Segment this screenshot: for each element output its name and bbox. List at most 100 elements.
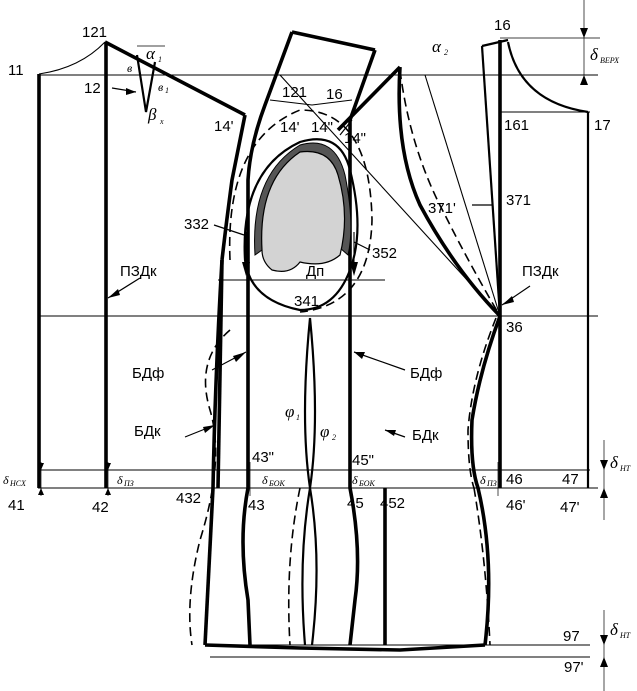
delta-bok-right-sub: БОК bbox=[358, 479, 375, 488]
bottom-front-seam bbox=[476, 487, 491, 646]
label-45pp: 45" bbox=[352, 452, 374, 469]
verh-arrow-top bbox=[580, 28, 588, 38]
label-43pp: 43" bbox=[252, 449, 274, 466]
alpha1: α bbox=[146, 44, 156, 63]
label-dp: Дп bbox=[306, 263, 324, 280]
sleeve-cap-left bbox=[246, 31, 294, 488]
bottom-left-dashed bbox=[189, 329, 231, 646]
delta-verh-sub: ВЕРХ bbox=[600, 56, 620, 65]
v1-label: в bbox=[158, 80, 163, 94]
label-161: 161 bbox=[504, 117, 529, 134]
label-14p-center: 14' bbox=[280, 119, 300, 136]
p332-arrow bbox=[213, 224, 245, 236]
greek-labels: α 1 α 2 β х в в 1 φ 1 φ 2 δ ВЕРХ δ НТ δ … bbox=[3, 37, 631, 640]
front-armhole bbox=[397, 66, 502, 318]
label-bdk-left: БДк bbox=[134, 423, 161, 440]
label-332: 332 bbox=[184, 216, 209, 233]
dimension-markers bbox=[38, 0, 608, 691]
front-dart-line-2 bbox=[279, 74, 501, 317]
nt-bottom-arrow-2 bbox=[600, 657, 608, 667]
label-14p-left: 14' bbox=[214, 118, 234, 135]
label-46: 46 bbox=[506, 471, 523, 488]
label-97p: 97' bbox=[564, 659, 584, 676]
label-371p: 371' bbox=[428, 200, 456, 217]
armhole-dashed bbox=[228, 109, 373, 313]
label-452: 452 bbox=[380, 495, 405, 512]
phi2: φ bbox=[320, 422, 329, 441]
delta-bok-left-sub: БОК bbox=[268, 479, 285, 488]
delta-pz-right-sub: ПЗ bbox=[486, 479, 497, 488]
hem-curve bbox=[204, 643, 486, 652]
delta-bok-left: δ bbox=[262, 473, 268, 487]
back-shoulder bbox=[104, 40, 246, 117]
label-bdf-right: БДф bbox=[410, 365, 442, 382]
arrowhead-left bbox=[242, 262, 250, 276]
label-121-center: 121 bbox=[282, 84, 307, 101]
bottom-left-seam bbox=[203, 487, 215, 646]
bdf-left-head bbox=[233, 352, 246, 362]
label-16-right: 16 bbox=[494, 17, 511, 34]
nsh-arrow-1 bbox=[38, 463, 44, 470]
point-labels: 11 121 12 14' 121 16 14' 14" 14" 16 17 1… bbox=[8, 17, 611, 676]
label-36: 36 bbox=[506, 319, 523, 336]
phi2-sub: 2 bbox=[332, 433, 336, 442]
label-11: 11 bbox=[8, 62, 24, 79]
back-piece bbox=[37, 40, 247, 489]
delta-pz-sub: ПЗ bbox=[123, 479, 134, 488]
inner-left-seam bbox=[241, 487, 252, 646]
label-97: 97 bbox=[563, 628, 580, 645]
front-neckline bbox=[506, 41, 589, 114]
label-41: 41 bbox=[8, 497, 25, 514]
pz-arrow-1 bbox=[105, 463, 111, 470]
shoulder-dart bbox=[135, 54, 157, 113]
delta-verh: δ bbox=[590, 45, 599, 64]
sleeve-cap-top bbox=[291, 30, 376, 52]
alpha2-sub: 2 bbox=[444, 48, 448, 57]
bdk-left-head bbox=[203, 425, 215, 433]
label-47: 47 bbox=[562, 471, 579, 488]
p12-head bbox=[126, 88, 136, 95]
phi1: φ bbox=[285, 402, 294, 421]
front-shoulder-dart bbox=[481, 38, 509, 48]
delta-pz: δ bbox=[117, 473, 123, 487]
beta-sub: х bbox=[159, 117, 164, 126]
back-armhole bbox=[220, 114, 247, 261]
front-armhole-dashed bbox=[399, 69, 501, 317]
delta-nsh: δ bbox=[3, 473, 9, 487]
front-side-seam bbox=[469, 315, 502, 489]
front-side-seam-dashed bbox=[467, 317, 497, 489]
waist-dart-dashed bbox=[287, 487, 301, 646]
delta-bok-right: δ bbox=[352, 473, 358, 487]
label-bdf-left: БДф bbox=[132, 365, 164, 382]
label-17: 17 bbox=[594, 117, 611, 134]
label-pzdk-left: ПЗДк bbox=[120, 263, 157, 280]
inner-right-seam bbox=[348, 487, 360, 646]
armhole-oval bbox=[243, 138, 359, 312]
nt-bottom-arrow-1 bbox=[600, 635, 608, 645]
label-14pp-right: 14" bbox=[344, 130, 366, 147]
label-432: 432 bbox=[176, 490, 201, 507]
label-12: 12 bbox=[84, 80, 101, 97]
label-16-center: 16 bbox=[326, 86, 343, 103]
v-label: в bbox=[127, 61, 132, 75]
arrowhead-right bbox=[350, 262, 358, 276]
nsh-arrow-2 bbox=[38, 488, 44, 495]
p352-arrow bbox=[353, 241, 371, 251]
label-46p: 46' bbox=[506, 497, 526, 514]
label-47p: 47' bbox=[560, 499, 580, 516]
alpha1-sub: 1 bbox=[158, 55, 162, 64]
sleeve-lower-left bbox=[216, 259, 224, 489]
front-shoulder bbox=[336, 65, 402, 132]
front-shoulder-left bbox=[480, 45, 502, 317]
pz-arrow-2 bbox=[105, 488, 111, 495]
label-121-left: 121 bbox=[82, 24, 107, 41]
nt-top-arrow-2 bbox=[600, 488, 608, 498]
label-14pp-center: 14" bbox=[311, 119, 333, 136]
label-371: 371 bbox=[506, 192, 531, 209]
sleeve-cap-right bbox=[348, 49, 377, 488]
pointer-arrows bbox=[107, 87, 531, 438]
delta-pz-right: δ bbox=[480, 473, 486, 487]
v1-sub: 1 bbox=[165, 86, 169, 95]
delta-nt-bottom: δ bbox=[610, 620, 619, 639]
